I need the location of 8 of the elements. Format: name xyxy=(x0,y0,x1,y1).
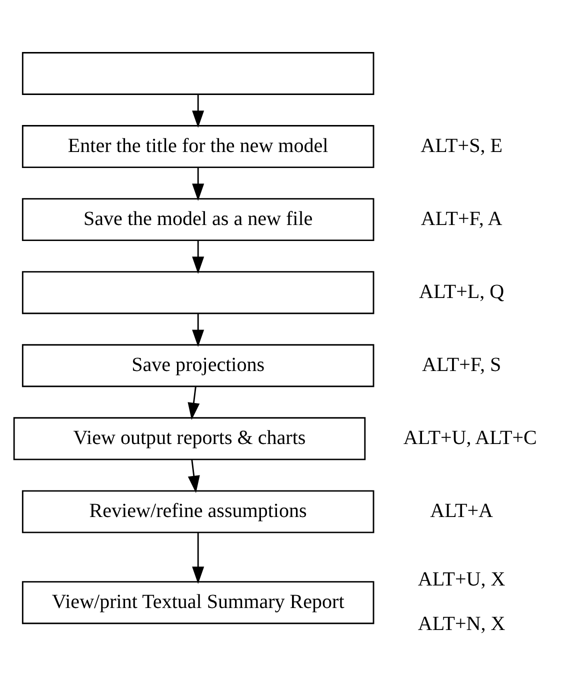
node-label: ALT+F, A xyxy=(420,207,502,230)
node-label: ALT+L, Q xyxy=(419,280,504,302)
node-label: ALT+U, X xyxy=(418,568,506,590)
node-label: ALT+S, E xyxy=(420,134,502,156)
node-label: ALT+N, X xyxy=(418,612,506,635)
node-label: ALT+U, ALT+C xyxy=(403,426,537,448)
node-label: ALT+A xyxy=(430,499,494,522)
node-label: ALT+F, S xyxy=(422,353,502,376)
